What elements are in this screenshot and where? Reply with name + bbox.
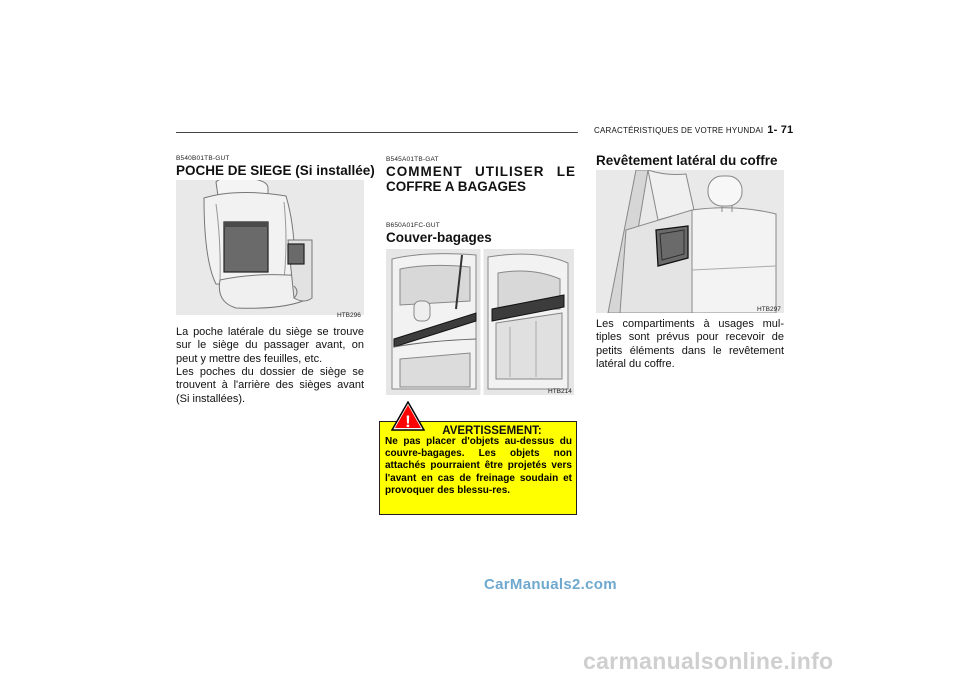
- watermark-link[interactable]: CarManuals2.com: [484, 576, 617, 593]
- section-title-line2: COFFRE A BAGAGES: [386, 179, 527, 194]
- seat-drawing: [176, 180, 364, 315]
- warning-box: AVERTISSEMENT: Ne pas placer d'objets au…: [379, 421, 577, 515]
- watermark-text: carmanualsonline.info: [583, 648, 834, 674]
- cargo-cover-illustration: [386, 249, 574, 395]
- header-section: CARACTÉRISTIQUES DE VOTRE HYUNDAI: [594, 126, 764, 135]
- warning-title: AVERTISSEMENT:: [442, 425, 542, 437]
- warning-symbol: !: [405, 412, 411, 431]
- trunk-side-trim-illustration: [596, 170, 784, 313]
- section-code: B540B01TB-GUT: [176, 155, 230, 162]
- body-paragraph-2: Les poches du dossier de siège se trouve…: [176, 366, 364, 405]
- page-number: 1- 71: [767, 124, 794, 136]
- section-title: Revêtement latéral du coffre: [596, 153, 778, 168]
- image-label: HTB297: [757, 306, 781, 313]
- warning-text: Ne pas placer d'objets au-dessus du couv…: [385, 436, 572, 496]
- subsection-title: Couver-bagages: [386, 230, 492, 245]
- seat-pocket-illustration: [176, 180, 364, 315]
- body-paragraph: Les compartiments à usages mul-tiples so…: [596, 318, 784, 371]
- section-code: B545A01TB-GAT: [386, 156, 439, 163]
- trunk-drawing: [596, 170, 784, 313]
- header-rule: [176, 132, 578, 133]
- warning-triangle-icon: !: [390, 400, 426, 431]
- section-title: POCHE DE SIEGE (Si installée): [176, 163, 375, 178]
- body-paragraph: La poche latérale du siège se trouve sur…: [176, 326, 364, 365]
- section-title-line1: COMMENT UTILISER LE: [386, 164, 576, 179]
- image-label: HTB214: [548, 388, 572, 395]
- cargo-drawing: [386, 249, 574, 395]
- image-label: HTB296: [337, 312, 361, 319]
- subsection-code: B650A01FC-GUT: [386, 222, 440, 229]
